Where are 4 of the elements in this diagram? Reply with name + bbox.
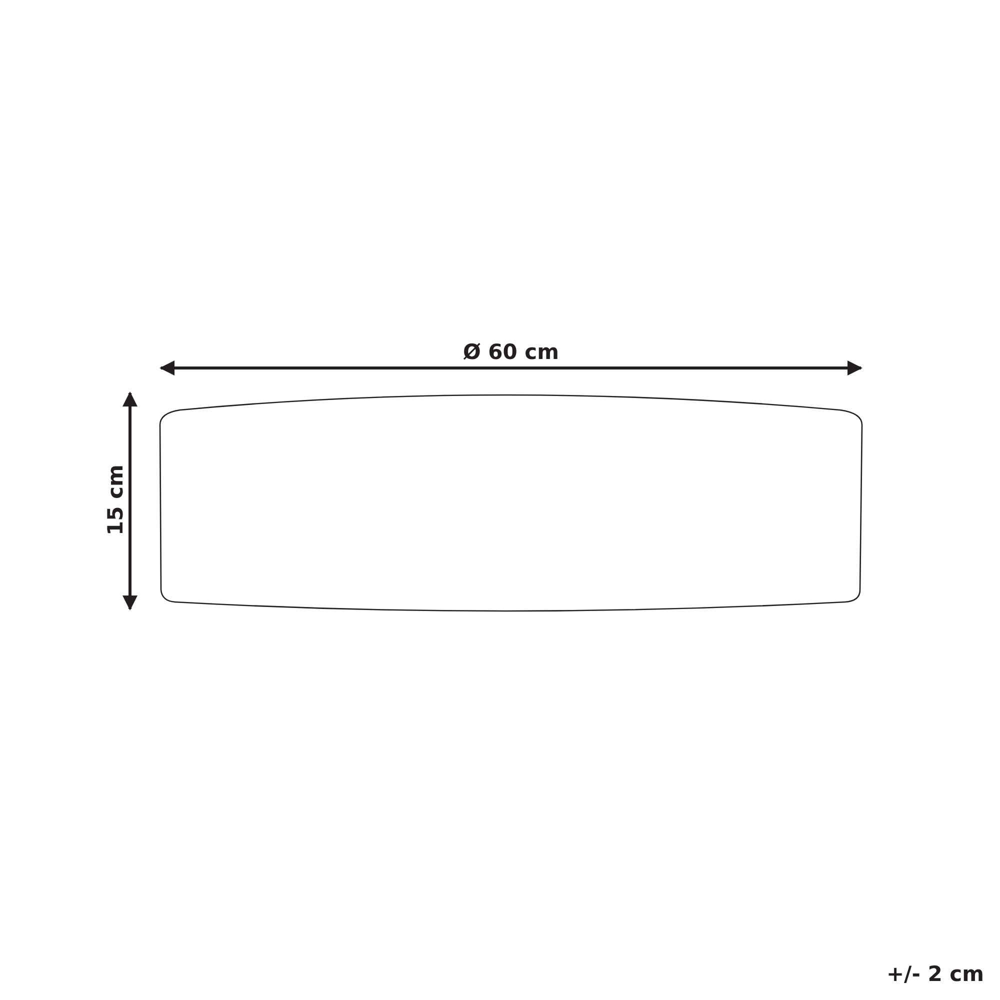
tolerance-note: +/- 2 cm <box>886 964 984 985</box>
dimension-label: 15 cm <box>106 464 126 536</box>
dimension-label: Ø 60 cm <box>462 342 560 363</box>
product-outline <box>159 394 863 612</box>
